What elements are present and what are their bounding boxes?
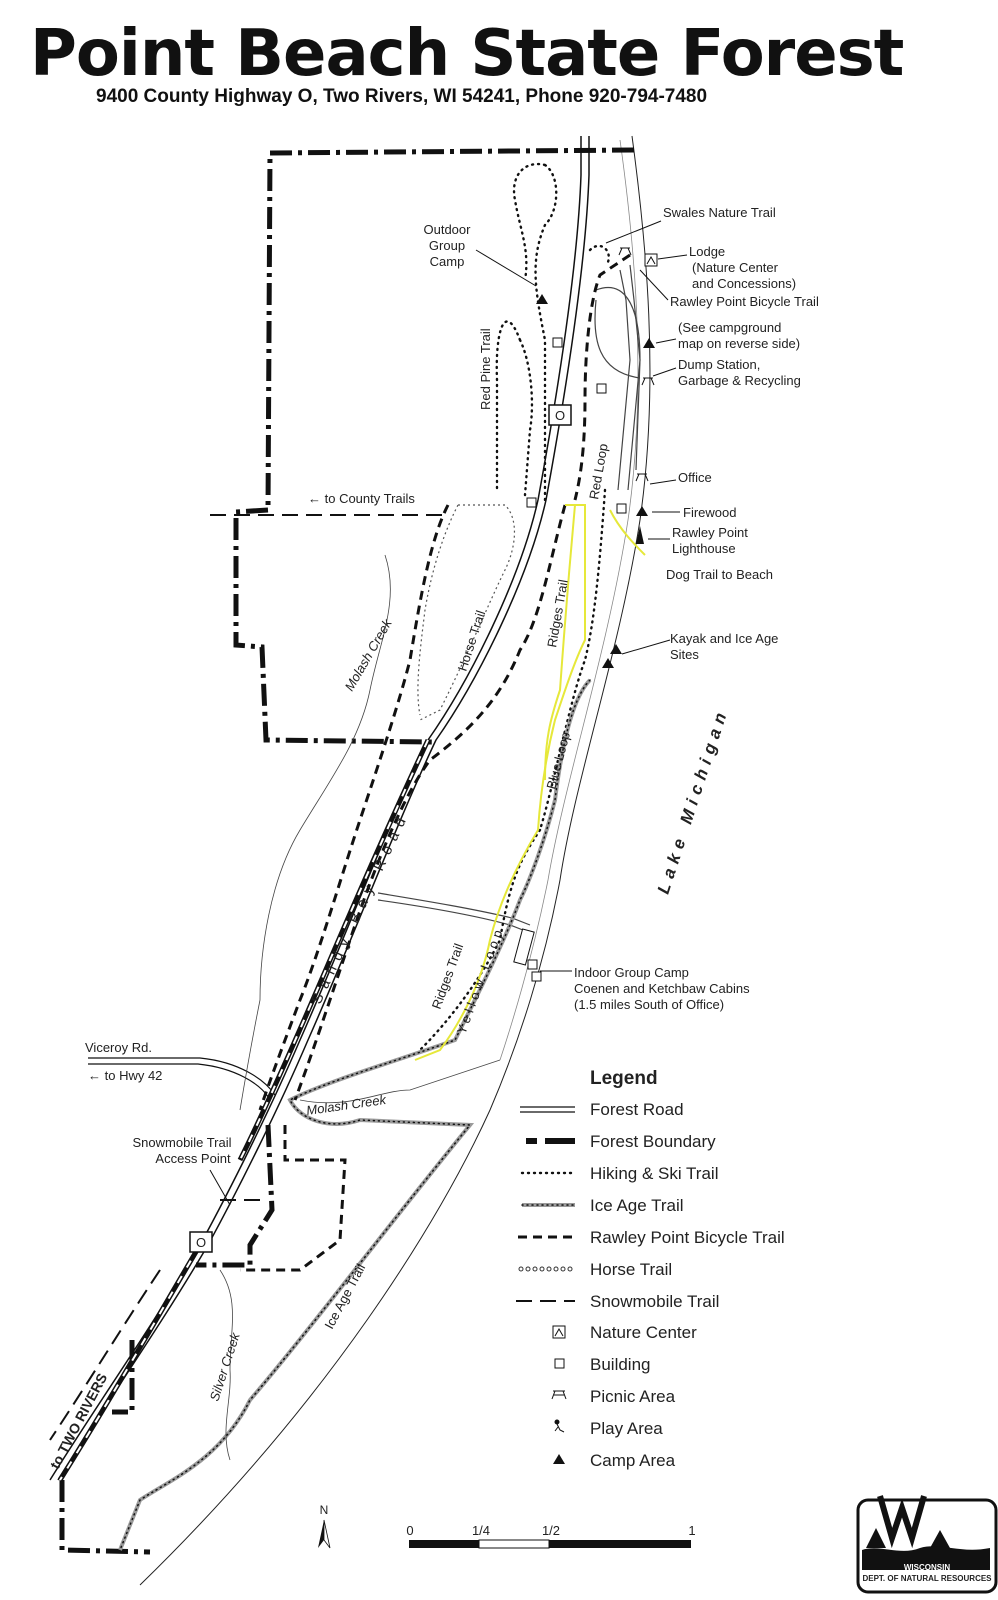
legend-camp-area: Camp Area — [590, 1451, 676, 1470]
highway-o-shield-south: O — [189, 1231, 213, 1253]
legend-forest-road: Forest Road — [590, 1100, 684, 1119]
wisconsin-dnr-logo: WISCONSIN DEPT. OF NATURAL RESOURCES — [856, 1495, 998, 1594]
highway-o-shield-north: O — [548, 404, 572, 426]
kayak-camp-icon — [602, 644, 622, 668]
legend-forest-boundary: Forest Boundary — [590, 1132, 716, 1151]
play-area-icon — [554, 1419, 565, 1433]
yellow-ridges-loop — [414, 504, 646, 1061]
building-icon — [554, 1358, 565, 1369]
lodge-nature-center-icon — [644, 253, 658, 267]
north-arrow: N — [318, 1503, 331, 1549]
kayak-label-1: Kayak and Ice Age — [670, 631, 778, 646]
horse-trail — [417, 504, 516, 721]
indoor-camp-road — [377, 892, 531, 933]
svg-text:N: N — [320, 1503, 329, 1517]
lighthouse-label-2: Lighthouse — [672, 541, 736, 556]
indoor-camp-label-3: (1.5 miles South of Office) — [574, 997, 724, 1012]
nature-center-icon — [552, 1325, 566, 1339]
sandy-bay-road-label: Sandy Bay Road — [308, 809, 412, 1007]
molash-creek-south-label: Molash Creek — [305, 1092, 388, 1118]
legend-ice-age-trail: Ice Age Trail — [590, 1196, 684, 1215]
two-rivers-label: to TWO RIVERS — [47, 1370, 111, 1471]
firewood-label: Firewood — [683, 505, 736, 520]
lake-michigan-label: Lake Michigan — [654, 705, 732, 896]
legend-picnic-area: Picnic Area — [590, 1387, 676, 1406]
horse-trail-symbol — [518, 1266, 573, 1272]
legend-building: Building — [590, 1355, 651, 1374]
campground-label-1: (See campground — [678, 320, 781, 335]
office-label: Office — [678, 470, 712, 485]
hwy-42-label: ← to Hwy 42 — [88, 1068, 162, 1083]
ridges-trail-south-label: Ridges Trail — [429, 941, 467, 1011]
dump-label-1: Dump Station, — [678, 357, 760, 372]
legend-nature-center: Nature Center — [590, 1323, 697, 1342]
scale-bar: 0 1/4 1/2 1 — [406, 1523, 696, 1549]
campground-label-2: map on reverse side) — [678, 336, 800, 351]
svg-text:1/2: 1/2 — [542, 1523, 560, 1538]
shoreline — [139, 135, 651, 1586]
molash-creek-north-label: Molash Creek — [342, 615, 396, 693]
dump-label-2: Garbage & Recycling — [678, 373, 801, 388]
svg-text:O: O — [196, 1235, 206, 1250]
legend-hiking-ski-trail: Hiking & Ski Trail — [590, 1164, 718, 1183]
lighthouse-label-1: Rawley Point — [672, 525, 748, 540]
indoor-camp-label-1: Indoor Group Camp — [574, 965, 689, 980]
svg-text:O: O — [555, 408, 565, 423]
outdoor-camp-label-3: Camp — [430, 254, 465, 269]
legend-title: Legend — [590, 1068, 658, 1089]
svg-text:DEPT. OF NATURAL RESOURCES: DEPT. OF NATURAL RESOURCES — [862, 1574, 992, 1583]
outdoor-camp-label-2: Group — [429, 238, 465, 253]
lodge-label-3: and Concessions) — [692, 276, 796, 291]
campground-road — [594, 264, 641, 491]
picnic-area-icons — [618, 247, 655, 482]
svg-text:0: 0 — [406, 1523, 413, 1538]
svg-text:1/4: 1/4 — [472, 1523, 490, 1538]
county-trails-label: ← to County Trails — [308, 491, 415, 506]
office-building-icon — [616, 503, 627, 514]
legend-snowmobile-trail: Snowmobile Trail — [590, 1292, 719, 1311]
legend-play-area: Play Area — [590, 1419, 663, 1438]
horse-trail-label: Horse Trail — [455, 608, 489, 673]
snowmobile-trail — [49, 514, 450, 1441]
red-loop-label: Red Loop — [586, 442, 611, 500]
dog-trail-label: Dog Trail to Beach — [666, 567, 773, 582]
ice-age-trail-label: Ice Age Trail — [321, 1261, 368, 1331]
rawley-bike-label: Rawley Point Bicycle Trail — [670, 294, 819, 309]
map-title: Point Beach State Forest — [30, 17, 904, 91]
creeks — [219, 554, 501, 1461]
svg-text:WISCONSIN: WISCONSIN — [904, 1563, 950, 1572]
lighthouse-icon — [636, 526, 644, 544]
silver-creek-label: Silver Creek — [207, 1330, 244, 1403]
bicycle-trail — [240, 253, 631, 1272]
highway-o — [49, 136, 590, 1481]
building-icons — [513, 337, 607, 982]
ice-age-trail — [118, 678, 592, 1551]
forest-road-symbol — [520, 1106, 575, 1113]
outdoor-camp-label-1: Outdoor — [424, 222, 472, 237]
leader-lines — [209, 220, 688, 1206]
legend-horse-trail: Horse Trail — [590, 1260, 672, 1279]
swales-trail-label: Swales Nature Trail — [663, 205, 776, 220]
map-subtitle: 9400 County Highway O, Two Rivers, WI 54… — [96, 86, 708, 107]
viceroy-road-label: Viceroy Rd. — [85, 1040, 152, 1055]
snowmobile-access-label-1: Snowmobile Trail — [133, 1135, 232, 1150]
kayak-label-2: Sites — [670, 647, 699, 662]
yellow-loop-label: Yellow Loop — [454, 924, 507, 1036]
ridges-trail-north-label: Ridges Trail — [544, 578, 571, 648]
lodge-label-2: (Nature Center — [692, 260, 779, 275]
svg-text:1: 1 — [688, 1523, 695, 1538]
forest-boundary — [59, 147, 635, 1555]
camp-area-icon — [553, 1454, 565, 1464]
lodge-label-1: Lodge — [689, 244, 725, 259]
campground-icon — [643, 338, 655, 348]
red-pine-trail-label: Red Pine Trail — [478, 328, 493, 410]
picnic-area-icon — [551, 1390, 567, 1400]
indoor-camp-label-2: Coenen and Ketchbaw Cabins — [574, 981, 750, 996]
outdoor-camp-icon — [536, 294, 548, 304]
firewood-icon — [636, 506, 648, 516]
legend-bicycle-trail: Rawley Point Bicycle Trail — [590, 1228, 785, 1247]
snowmobile-access-label-2: Access Point — [155, 1151, 231, 1166]
legend: Legend Forest Road Forest Boundary Hikin… — [516, 1068, 785, 1470]
